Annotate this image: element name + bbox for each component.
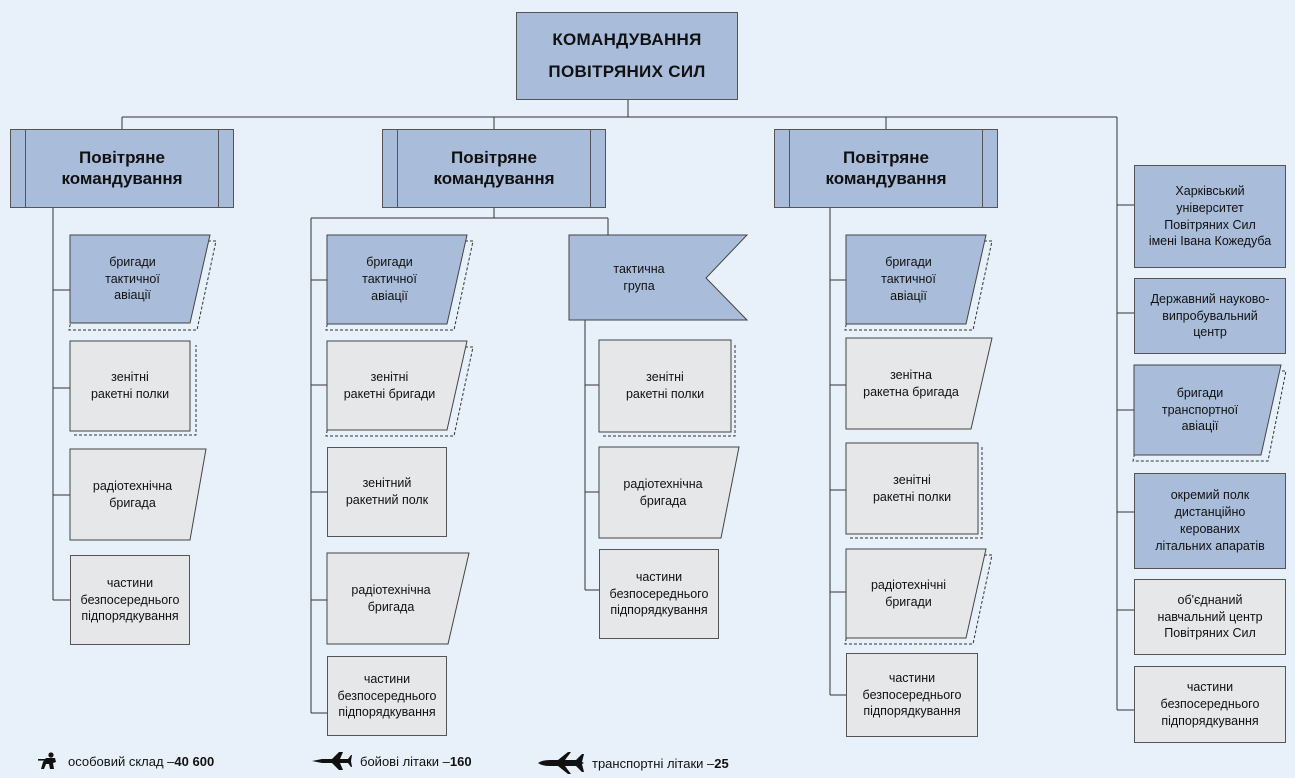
- air-command-box-2: Повітряне командування: [382, 129, 606, 208]
- radio-technical-brigade-box: радіотехнічна бригада: [326, 552, 470, 645]
- legend-personnel: особовий склад – 40 600: [38, 752, 214, 770]
- personnel-label: особовий склад –: [68, 753, 175, 769]
- legend-combat-aircraft: бойові літаки – 160: [312, 752, 472, 770]
- tactical-aviation-brigades-box: бригади тактичної авіації: [68, 234, 217, 331]
- transport-plane-icon: [538, 752, 584, 774]
- direct-subordination-units-box: частини безпосереднього підпорядкування: [1134, 666, 1286, 743]
- anti-aircraft-brigades-box: зенітні ракетні бригади: [325, 340, 474, 437]
- fighter-jet-icon: [312, 752, 352, 770]
- radio-technical-brigades-box: радіотехнічні бригади: [844, 548, 993, 645]
- anti-aircraft-regiments-box: зенітні ракетні полки: [598, 339, 739, 437]
- combat-aircraft-value: 160: [449, 753, 472, 769]
- legend-transport-aircraft: транспортні літаки – 25: [538, 752, 729, 774]
- state-research-test-center-box: Державний науково- випробувальний центр: [1134, 278, 1286, 354]
- personnel-value: 40 600: [174, 753, 215, 769]
- transport-aircraft-label: транспортні літаки –: [592, 755, 715, 771]
- kharkiv-university-box: Харківський університет Повітряних Сил і…: [1134, 165, 1286, 268]
- direct-subordination-units-box: частини безпосереднього підпорядкування: [599, 549, 719, 639]
- direct-subordination-units-box: частини безпосереднього підпорядкування: [70, 555, 190, 645]
- anti-aircraft-regiment-box: зенітний ракетний полк: [327, 447, 447, 537]
- anti-aircraft-brigade-box: зенітна ракетна бригада: [845, 337, 993, 430]
- direct-subordination-units-box: частини безпосереднього підпорядкування: [327, 656, 447, 736]
- air-command-box-1: Повітряне командування: [10, 129, 234, 208]
- tactical-aviation-brigades-box: бригади тактичної авіації: [844, 234, 993, 331]
- direct-subordination-units-box: частини безпосереднього підпорядкування: [846, 653, 978, 737]
- tactical-group-box: тактична група: [568, 234, 749, 321]
- soldier-icon: [38, 752, 56, 769]
- combat-aircraft-label: бойові літаки –: [360, 753, 450, 769]
- radio-technical-brigade-box: радіотехнічна бригада: [598, 446, 740, 539]
- anti-aircraft-regiments-box: зенітні ракетні полки: [69, 340, 197, 436]
- radio-technical-brigade-box: радіотехнічна бригада: [69, 448, 207, 541]
- air-force-command-box: КОМАНДУВАННЯ ПОВІТРЯНИХ СИЛ: [516, 12, 738, 100]
- transport-aircraft-value: 25: [714, 755, 729, 771]
- air-command-label: Повітряне командування: [825, 148, 947, 188]
- transport-aviation-brigades-box: бригади транспортної авіації: [1132, 364, 1287, 462]
- tactical-aviation-brigades-box: бригади тактичної авіації: [325, 234, 474, 331]
- air-command-label: Повітряне командування: [433, 148, 555, 188]
- uav-regiment-box: окремий полк дистанційно керованих літал…: [1134, 473, 1286, 569]
- air-command-label: Повітряне командування: [61, 148, 183, 188]
- anti-aircraft-regiments-box: зенітні ракетні полки: [845, 442, 986, 539]
- joint-training-center-box: об'єднаний навчальний центр Повітряних С…: [1134, 579, 1286, 655]
- air-command-box-3: Повітряне командування: [774, 129, 998, 208]
